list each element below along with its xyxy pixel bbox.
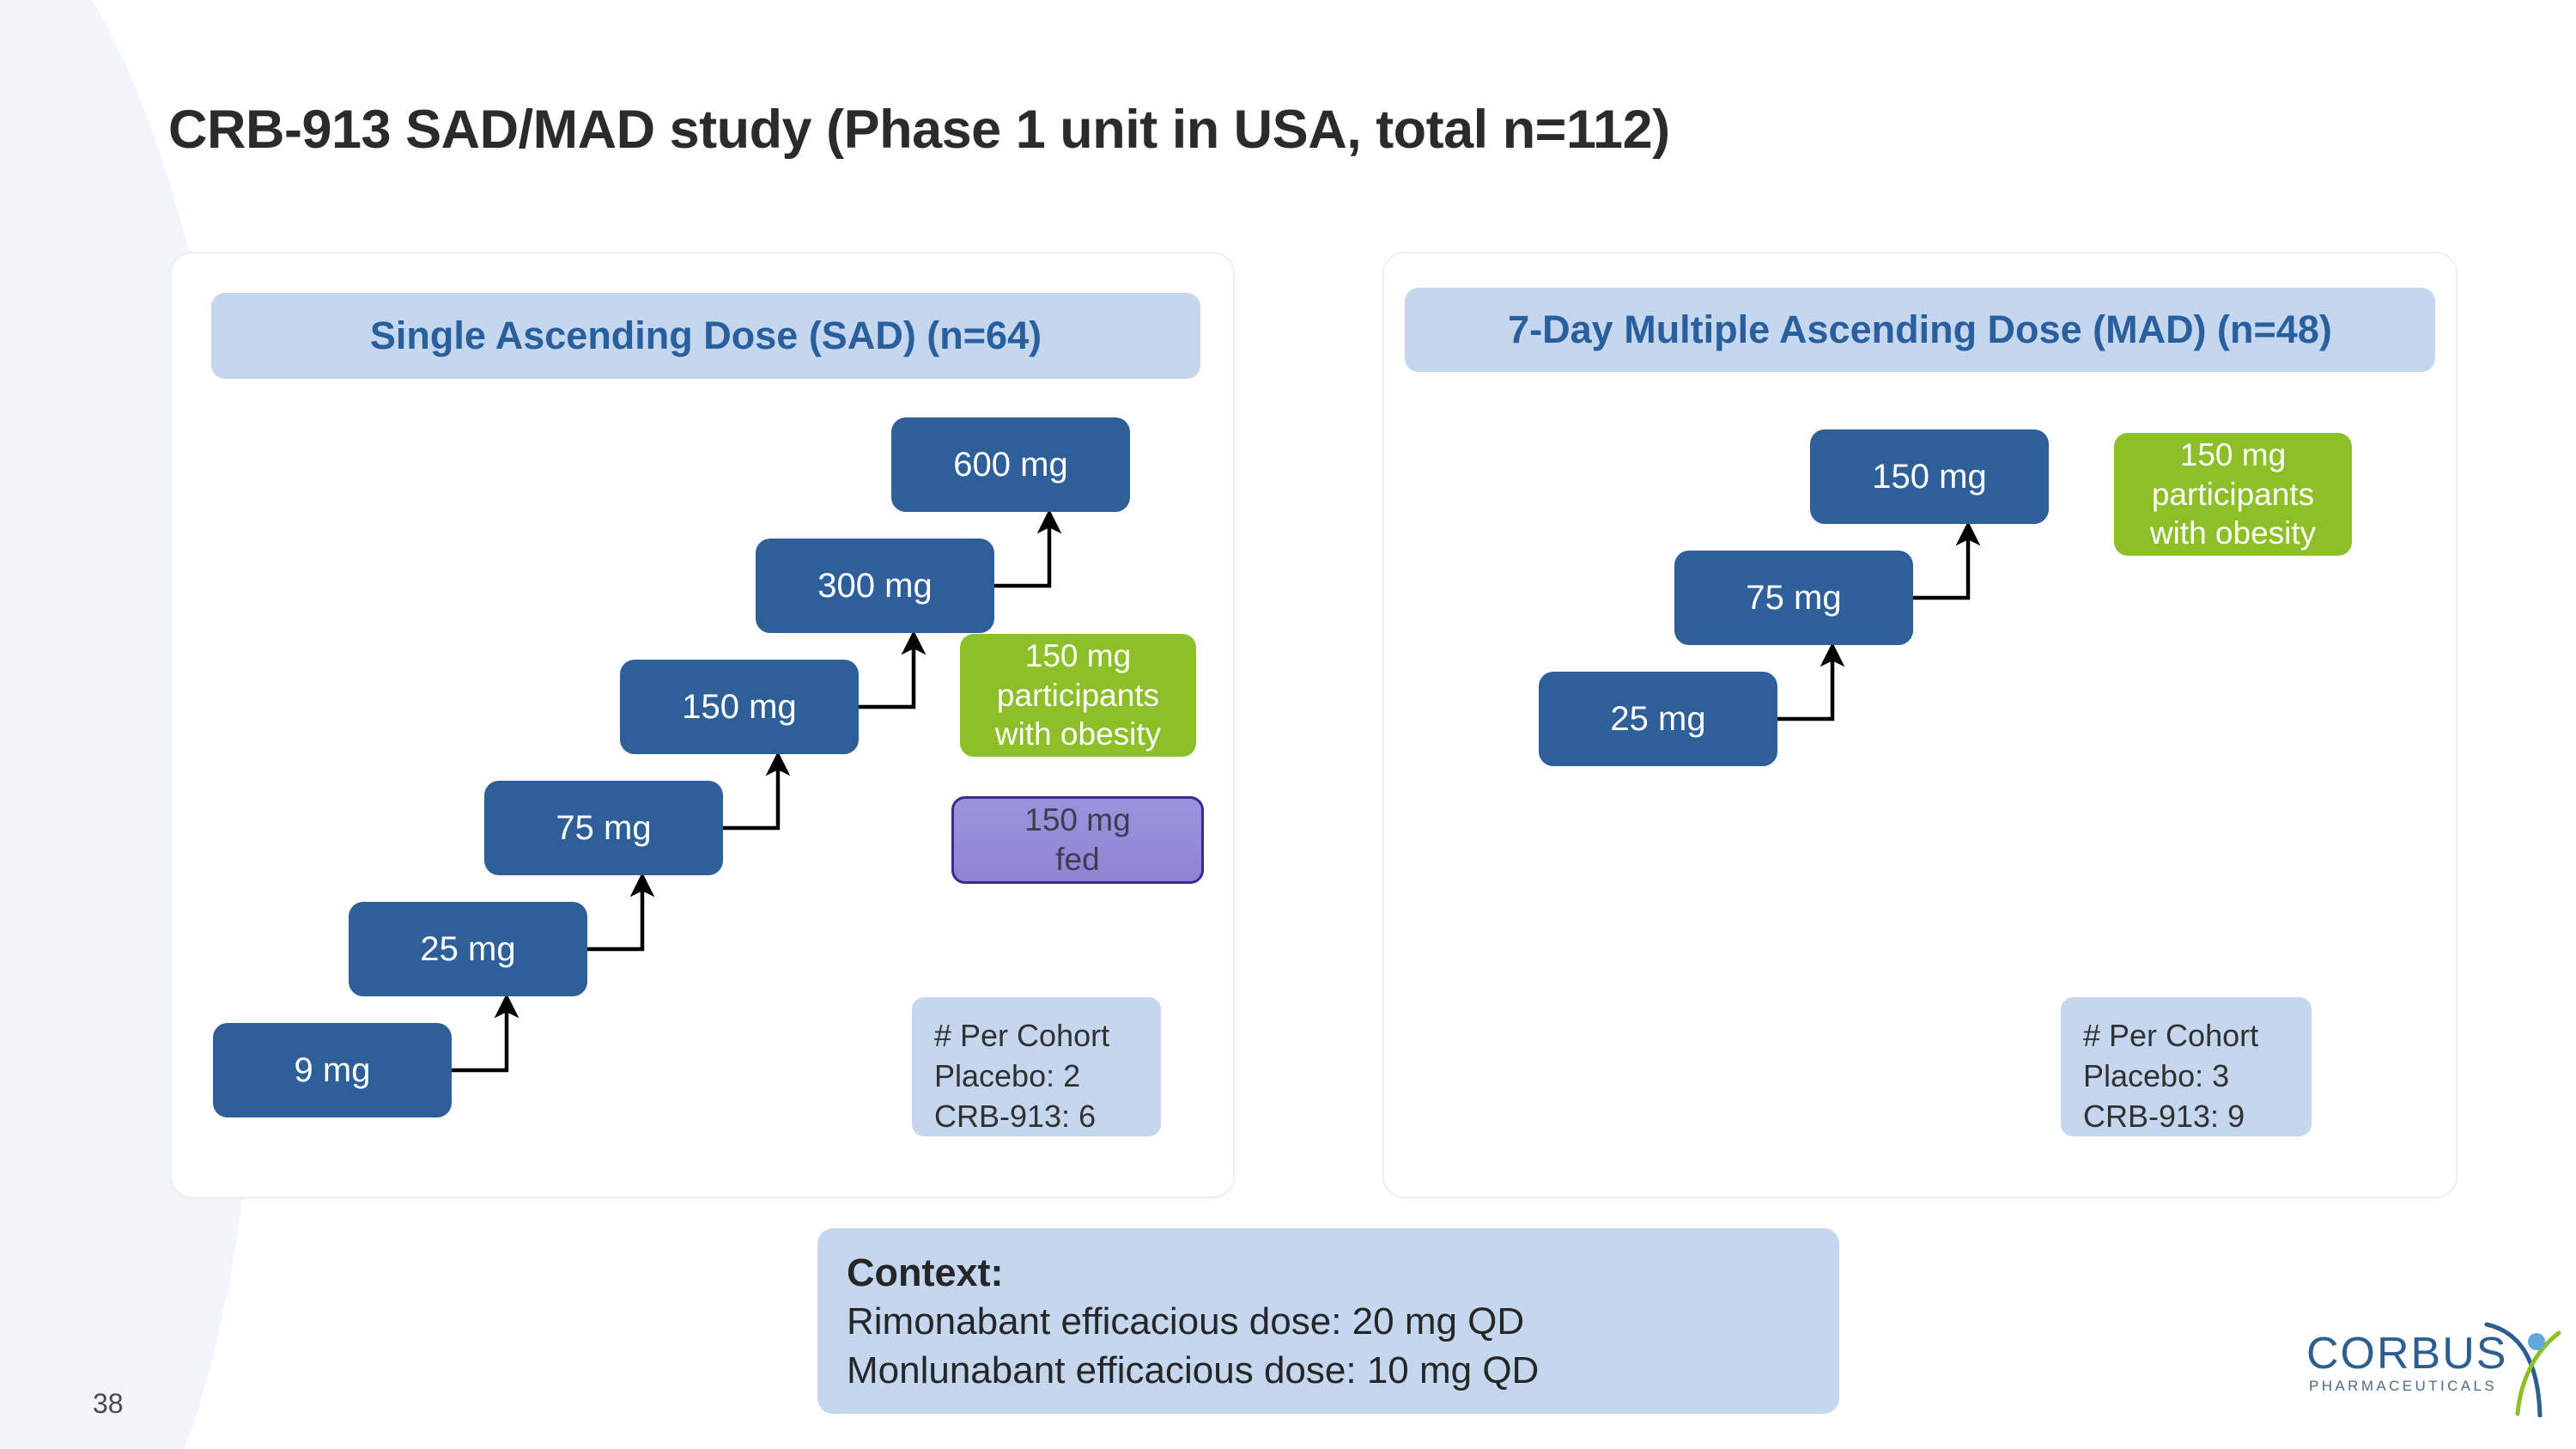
sad-cohort-crb913: CRB-913: 6 [934,1098,1097,1134]
mad-dose-box-25mg[interactable]: 25 mg [1539,672,1777,766]
sad-fed-line-1: 150 mg [1024,802,1131,838]
sad-panel: Single Ascending Dose (SAD) (n=64) 9 mg … [170,252,1235,1198]
sad-obesity-line-1: 150 mg [1024,637,1132,673]
context-rimonabant-line: Rimonabant efficacious dose: 20 mg QD [847,1300,1525,1342]
context-box: Context: Rimonabant efficacious dose: 20… [817,1228,1839,1414]
corbus-logo-wordmark: CORBUS [2306,1329,2508,1379]
mad-cohort-info-box: # Per Cohort Placebo: 3 CRB-913: 9 [2061,997,2312,1136]
mad-obesity-line-3: with obesity [2149,515,2317,551]
sad-cohort-heading: # Per Cohort [934,1018,1110,1053]
page-title: CRB-913 SAD/MAD study (Phase 1 unit in U… [168,100,1670,160]
sad-obesity-cohort-box[interactable]: 150 mg participants with obesity [960,634,1196,757]
sad-dose-box-600mg[interactable]: 600 mg [891,417,1130,512]
sad-fed-cohort-box[interactable]: 150 mg fed [951,796,1204,884]
sad-panel-header: Single Ascending Dose (SAD) (n=64) [211,293,1200,379]
context-title: Context: [847,1251,1004,1294]
sad-obesity-line-3: with obesity [994,716,1162,752]
mad-obesity-line-1: 150 mg [2179,436,2287,472]
mad-dose-box-75mg[interactable]: 75 mg [1674,551,1913,645]
sad-dose-box-300mg[interactable]: 300 mg [756,539,994,633]
corbus-logo: CORBUS PHARMACEUTICALS [2306,1322,2564,1419]
sad-cohort-placebo: Placebo: 2 [934,1057,1081,1093]
mad-cohort-placebo: Placebo: 3 [2083,1057,2230,1093]
sad-obesity-line-2: participants [996,677,1160,713]
context-monlunabant-line: Monlunabant efficacious dose: 10 mg QD [847,1349,1540,1392]
sad-dose-box-9mg[interactable]: 9 mg [213,1023,452,1117]
sad-cohort-info-box: # Per Cohort Placebo: 2 CRB-913: 6 [912,997,1161,1136]
page-number: 38 [93,1388,124,1419]
sad-dose-box-150mg[interactable]: 150 mg [620,660,859,754]
mad-obesity-cohort-box[interactable]: 150 mg participants with obesity [2114,433,2352,556]
mad-obesity-line-2: participants [2151,476,2315,512]
mad-panel-header: 7-Day Multiple Ascending Dose (MAD) (n=4… [1405,288,2435,372]
mad-dose-box-150mg[interactable]: 150 mg [1810,429,2049,524]
corbus-logo-tagline: PHARMACEUTICALS [2309,1378,2498,1394]
sad-dose-box-25mg[interactable]: 25 mg [349,902,587,996]
sad-dose-box-75mg[interactable]: 75 mg [484,781,723,875]
corbus-figure-icon [2484,1322,2561,1417]
sad-fed-line-2: fed [1055,842,1100,877]
mad-panel: 7-Day Multiple Ascending Dose (MAD) (n=4… [1382,252,2458,1198]
mad-cohort-heading: # Per Cohort [2083,1018,2259,1053]
mad-cohort-crb913: CRB-913: 9 [2083,1098,2245,1134]
